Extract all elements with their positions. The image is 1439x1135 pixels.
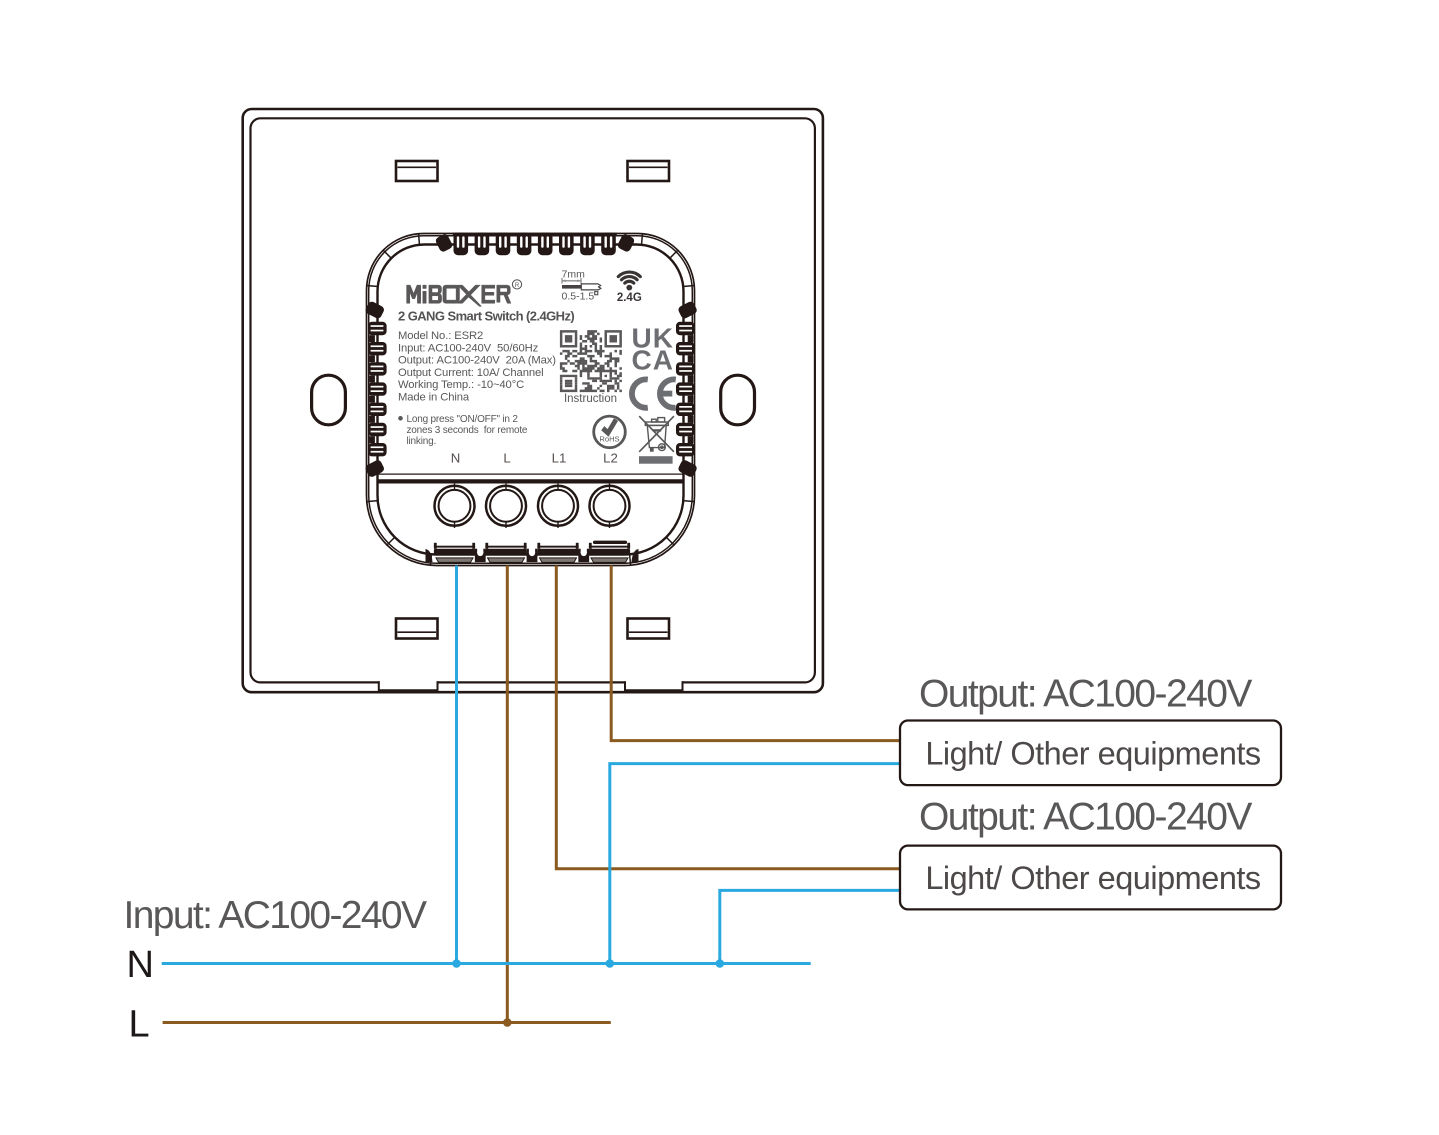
svg-text:Output: AC100-240V: Output: AC100-240V [919,673,1252,716]
svg-text:N: N [451,450,461,465]
svg-text:Input: AC100-240V: Input: AC100-240V [124,894,427,937]
svg-text:0.5-1.5: 0.5-1.5 [562,290,595,302]
svg-text:7mm: 7mm [562,269,586,281]
svg-text:Instruction: Instruction [564,393,617,405]
svg-text:linking.: linking. [407,436,437,447]
svg-text:Input: AC100-240V 50/60Hz: Input: AC100-240V 50/60Hz [398,342,539,354]
svg-text:R: R [515,283,520,289]
svg-text:CA: CA [632,345,674,376]
svg-text:L1: L1 [552,450,567,465]
svg-text:zones 3 seconds for remote: zones 3 seconds for remote [407,425,528,436]
svg-text:N: N [127,944,154,986]
svg-text:Output Current: 10A/ Channel: Output Current: 10A/ Channel [398,367,543,379]
svg-text:L2: L2 [603,450,618,465]
svg-text:RoHS: RoHS [599,435,619,444]
svg-text:Long press "ON/OFF" in 2: Long press "ON/OFF" in 2 [407,414,519,425]
svg-text:L: L [129,1003,150,1045]
svg-text:Working Temp.: -10~40°C: Working Temp.: -10~40°C [398,379,524,391]
svg-text:UK: UK [632,323,674,354]
svg-text:Light/ Other equipments: Light/ Other equipments [925,735,1261,771]
svg-text:2.4G: 2.4G [617,292,642,304]
svg-text:Output: AC100-240V: Output: AC100-240V [919,795,1252,838]
svg-text:Made in China: Made in China [398,392,470,404]
svg-text:Light/ Other equipments: Light/ Other equipments [925,860,1261,896]
svg-text:Model No.: ESR2: Model No.: ESR2 [398,330,483,342]
svg-text:L: L [503,450,510,465]
svg-text:2 GANG Smart Switch (2.4GHz): 2 GANG Smart Switch (2.4GHz) [398,308,574,323]
svg-text:Output: AC100-240V 20A (Max): Output: AC100-240V 20A (Max) [398,355,556,367]
